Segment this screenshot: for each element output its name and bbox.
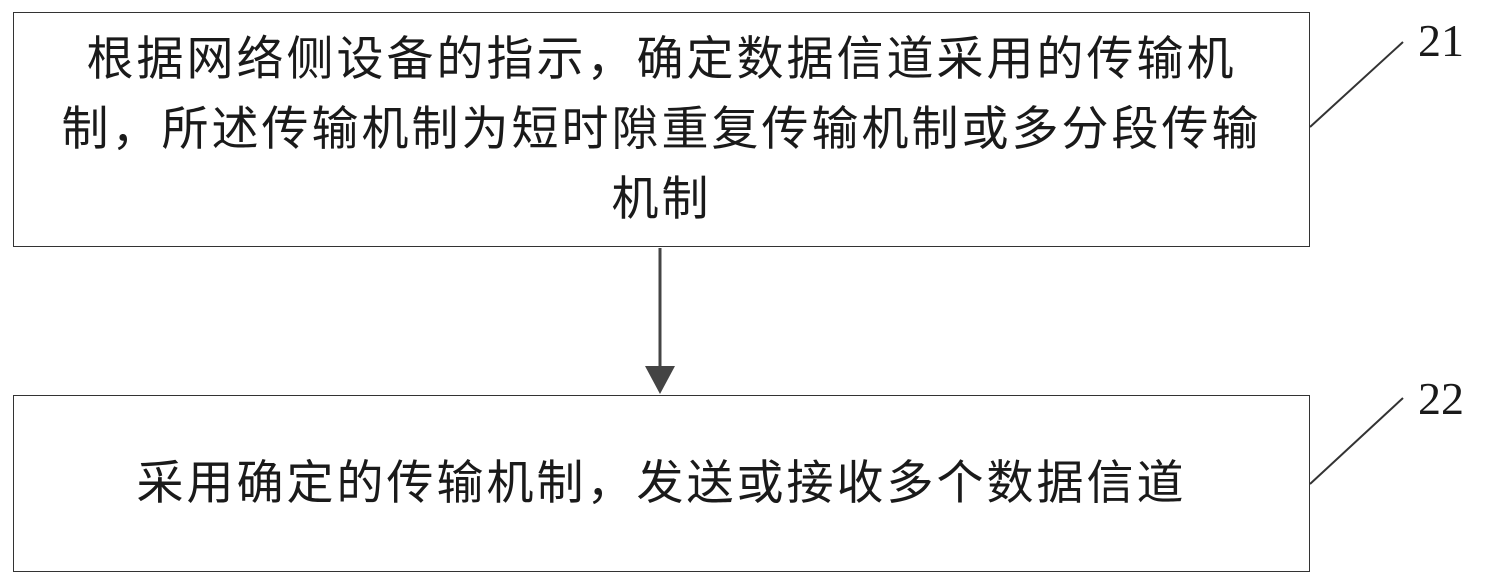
step-21-label: 21 xyxy=(1418,15,1464,66)
step-22-leader-line xyxy=(1309,397,1404,485)
step-22-label: 22 xyxy=(1418,373,1464,424)
step-21-leader-line xyxy=(1309,41,1404,128)
step-21-box: 根据网络侧设备的指示，确定数据信道采用的传输机制，所述传输机制为短时隙重复传输机… xyxy=(13,12,1310,247)
step-21-text: 根据网络侧设备的指示，确定数据信道采用的传输机制，所述传输机制为短时隙重复传输机… xyxy=(61,31,1262,227)
step-22-text: 采用确定的传输机制，发送或接收多个数据信道 xyxy=(136,455,1187,511)
step-22-box: 采用确定的传输机制，发送或接收多个数据信道 xyxy=(13,395,1310,572)
flow-arrow-head xyxy=(645,366,675,394)
